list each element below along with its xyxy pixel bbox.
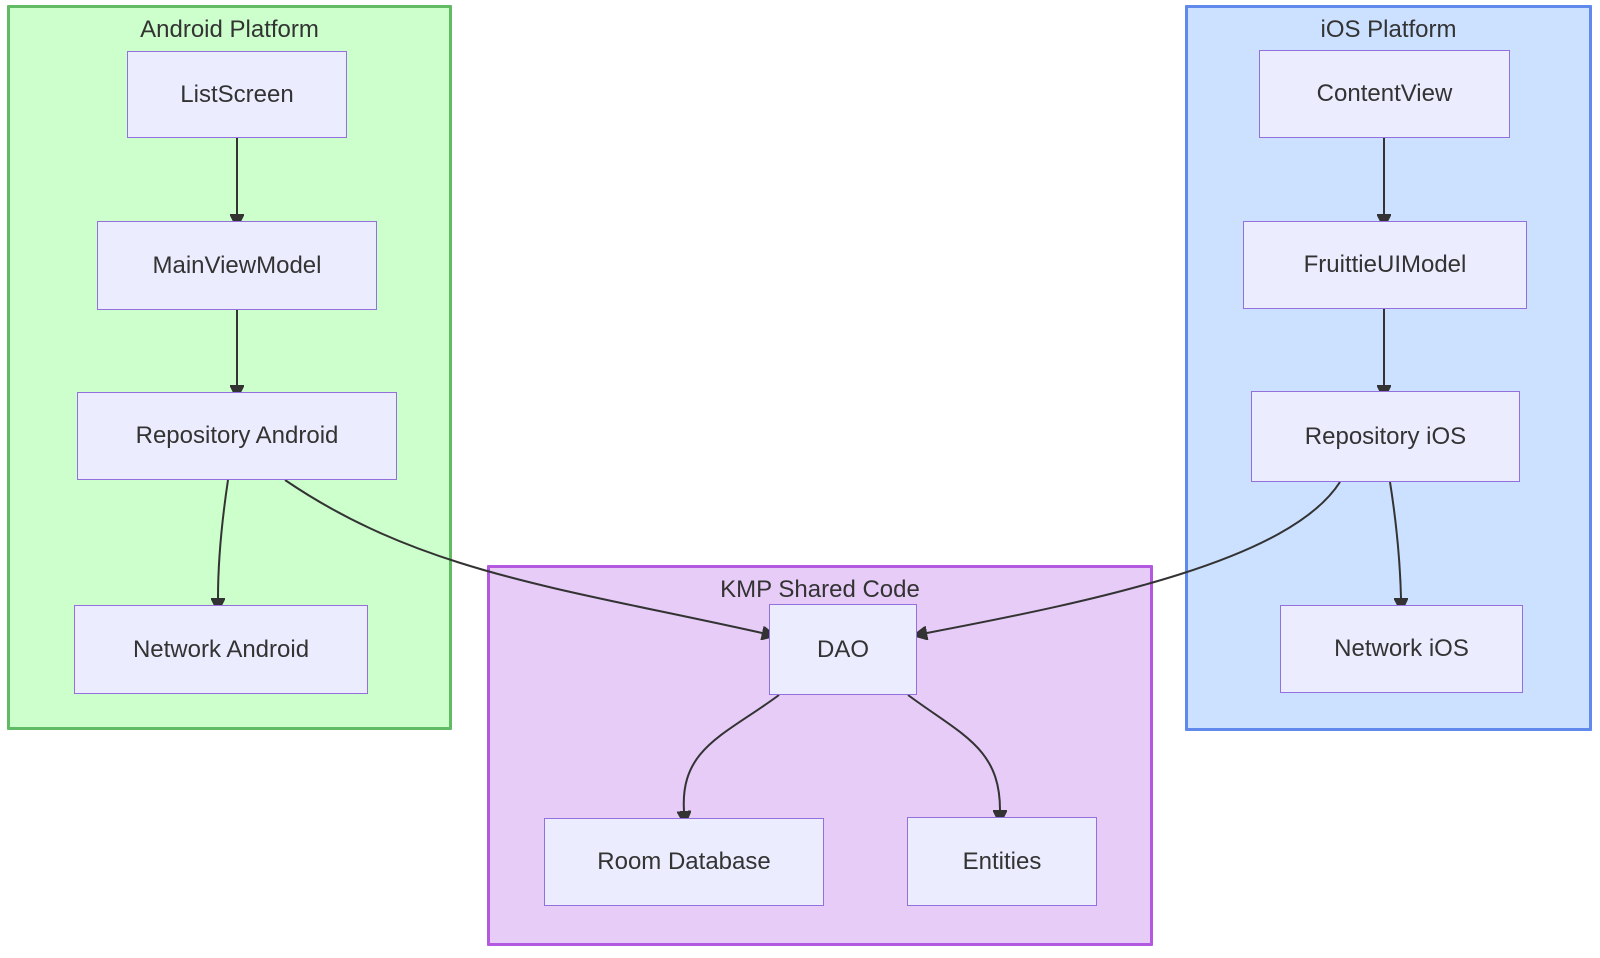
cluster-title-android-platform: Android Platform xyxy=(140,16,319,43)
node-entities: Entities xyxy=(907,817,1097,906)
node-network-ios: Network iOS xyxy=(1280,605,1523,693)
cluster-title-ios-platform: iOS Platform xyxy=(1320,16,1457,43)
node-fruittieuimodel: FruittieUIModel xyxy=(1243,221,1527,309)
node-repository-ios: Repository iOS xyxy=(1251,391,1520,482)
node-mainviewmodel: MainViewModel xyxy=(97,221,377,310)
node-dao: DAO xyxy=(769,604,917,695)
node-contentview: ContentView xyxy=(1259,50,1510,138)
node-room-database: Room Database xyxy=(544,818,824,906)
cluster-title-kmp-shared-code: KMP Shared Code xyxy=(720,576,920,603)
node-listscreen: ListScreen xyxy=(127,51,347,138)
node-repository-android: Repository Android xyxy=(77,392,397,480)
node-network-android: Network Android xyxy=(74,605,368,694)
